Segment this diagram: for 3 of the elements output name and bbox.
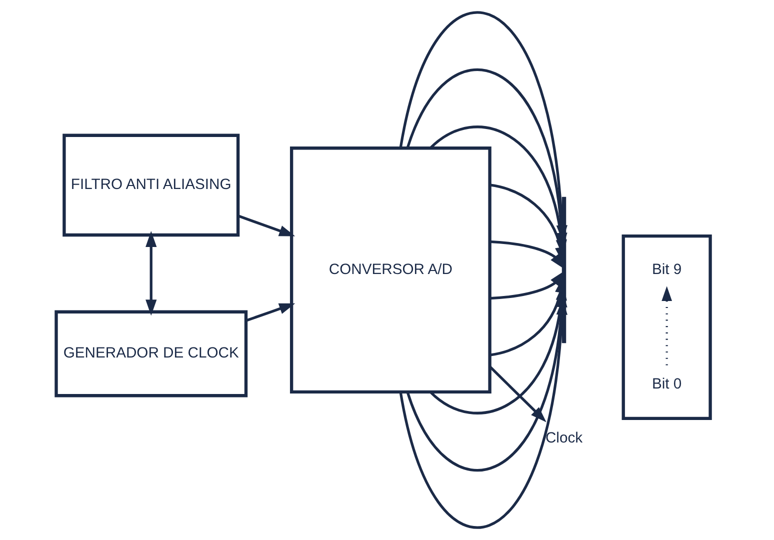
node-text: Bit 0 (651, 376, 682, 392)
node-text: Clock (544, 430, 582, 446)
node-text: Bit 9 (651, 262, 682, 278)
